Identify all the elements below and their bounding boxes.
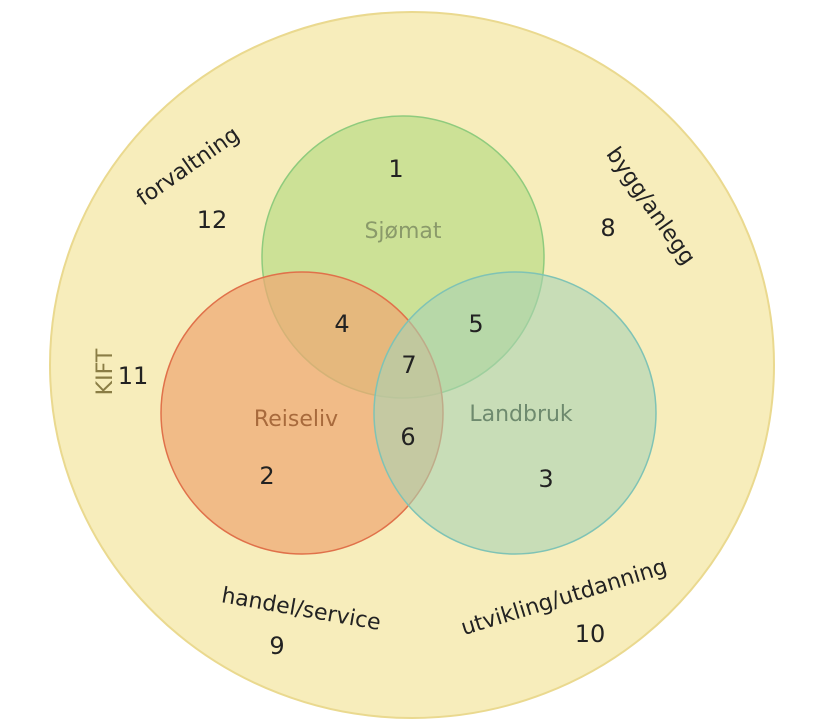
region-reiseliv-landbruk: 6 xyxy=(400,423,415,451)
set-label-reiseliv: Reiseliv xyxy=(254,407,338,432)
category-value-handel-service: 9 xyxy=(269,632,284,660)
region-sjomat-only: 1 xyxy=(388,155,403,183)
outer-value-kift: 11 xyxy=(118,362,149,390)
set-label-sjomat: Sjømat xyxy=(364,219,441,244)
outer-label-kift: KIFT xyxy=(93,348,118,395)
region-sjomat-reiseliv: 4 xyxy=(334,310,349,338)
category-value-forvaltning: 12 xyxy=(197,206,228,234)
region-all-three: 7 xyxy=(401,351,416,379)
circle-landbruk xyxy=(373,271,657,555)
category-value-bygg-anlegg: 8 xyxy=(600,214,615,242)
region-reiseliv-only: 2 xyxy=(259,462,274,490)
region-sjomat-landbruk: 5 xyxy=(468,310,483,338)
category-value-utvikling-utdanning: 10 xyxy=(575,620,606,648)
set-label-landbruk: Landbruk xyxy=(469,402,573,427)
region-landbruk-only: 3 xyxy=(538,465,553,493)
